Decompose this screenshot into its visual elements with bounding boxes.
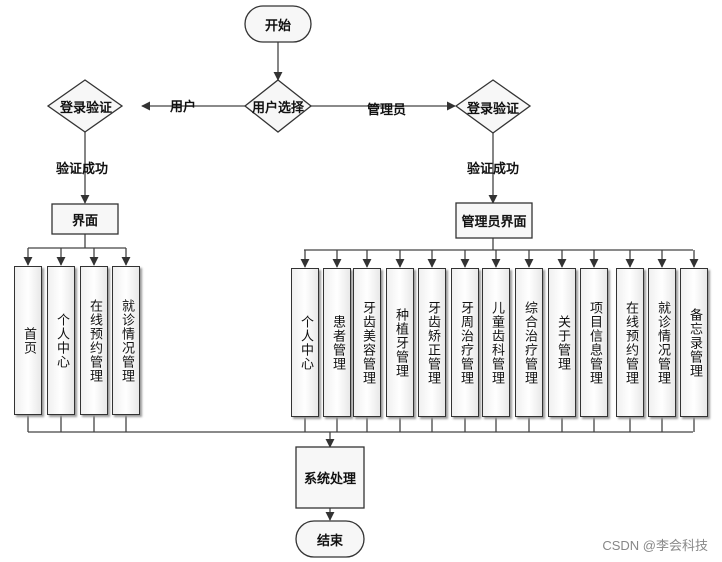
user-module-label: 在线预约管理 — [87, 298, 102, 383]
user-module-box: 首页 — [14, 266, 42, 415]
user-select-label: 用户选择 — [251, 100, 304, 116]
start-label: 开始 — [264, 18, 291, 34]
admin-module-box: 个人中心 — [291, 268, 319, 417]
admin-module-box: 种植牙管理 — [386, 268, 414, 417]
admin-module-box: 在线预约管理 — [616, 268, 644, 417]
start-terminator-shape — [244, 5, 312, 43]
end-label: 结束 — [316, 533, 343, 549]
admin-module-box: 患者管理 — [323, 268, 351, 417]
user-select-diamond — [243, 79, 313, 133]
verify-success-admin-label: 验证成功 — [467, 162, 520, 177]
verify-success-user-label: 验证成功 — [56, 162, 109, 177]
admin-interface-label: 管理员界面 — [461, 215, 527, 230]
admin-module-label: 儿童齿科管理 — [489, 300, 504, 385]
system-process-label: 系统处理 — [303, 472, 356, 487]
admin-module-box: 牙齿美容管理 — [353, 268, 381, 417]
admin-module-box: 儿童齿科管理 — [482, 268, 510, 417]
user-module-box: 个人中心 — [47, 266, 75, 415]
admin-module-box: 牙周治疗管理 — [451, 268, 479, 417]
system-process-rect — [295, 446, 365, 509]
admin-module-label: 关于管理 — [555, 314, 570, 371]
admin-module-label: 牙齿美容管理 — [360, 300, 375, 385]
admin-interface-rect — [455, 202, 533, 239]
admin-module-label: 个人中心 — [298, 314, 313, 371]
branch-admin-label: 管理员 — [367, 103, 407, 118]
branch-user-label: 用户 — [170, 100, 197, 115]
admin-module-label: 患者管理 — [330, 314, 345, 371]
admin-module-label: 在线预约管理 — [623, 300, 638, 385]
admin-module-label: 种植牙管理 — [393, 307, 408, 378]
user-interface-rect — [51, 203, 119, 235]
login-verify-admin-label: 登录验证 — [466, 101, 519, 117]
admin-module-label: 综合治疗管理 — [522, 300, 537, 385]
admin-module-box: 备忘录管理 — [680, 268, 708, 417]
admin-module-label: 牙齿矫正管理 — [425, 300, 440, 385]
admin-module-box: 关于管理 — [548, 268, 576, 417]
admin-module-label: 项目信息管理 — [587, 300, 602, 385]
admin-module-label: 就诊情况管理 — [655, 300, 670, 385]
admin-module-label: 牙周治疗管理 — [458, 300, 473, 385]
user-module-box: 就诊情况管理 — [112, 266, 140, 415]
user-module-label: 个人中心 — [54, 312, 69, 369]
csdn-watermark: CSDN @李会科技 — [602, 538, 708, 553]
admin-module-box: 牙齿矫正管理 — [418, 268, 446, 417]
user-module-box: 在线预约管理 — [80, 266, 108, 415]
admin-module-box: 项目信息管理 — [580, 268, 608, 417]
user-module-label: 首页 — [21, 326, 36, 355]
login-verify-user-diamond — [46, 79, 124, 133]
admin-module-label: 备忘录管理 — [687, 307, 702, 378]
login-verify-user-label: 登录验证 — [59, 100, 112, 116]
user-interface-label: 界面 — [71, 213, 98, 229]
user-module-label: 就诊情况管理 — [119, 298, 134, 383]
login-verify-admin-diamond — [454, 79, 532, 134]
admin-module-box: 就诊情况管理 — [648, 268, 676, 417]
end-terminator-shape — [295, 520, 365, 558]
admin-module-box: 综合治疗管理 — [515, 268, 543, 417]
